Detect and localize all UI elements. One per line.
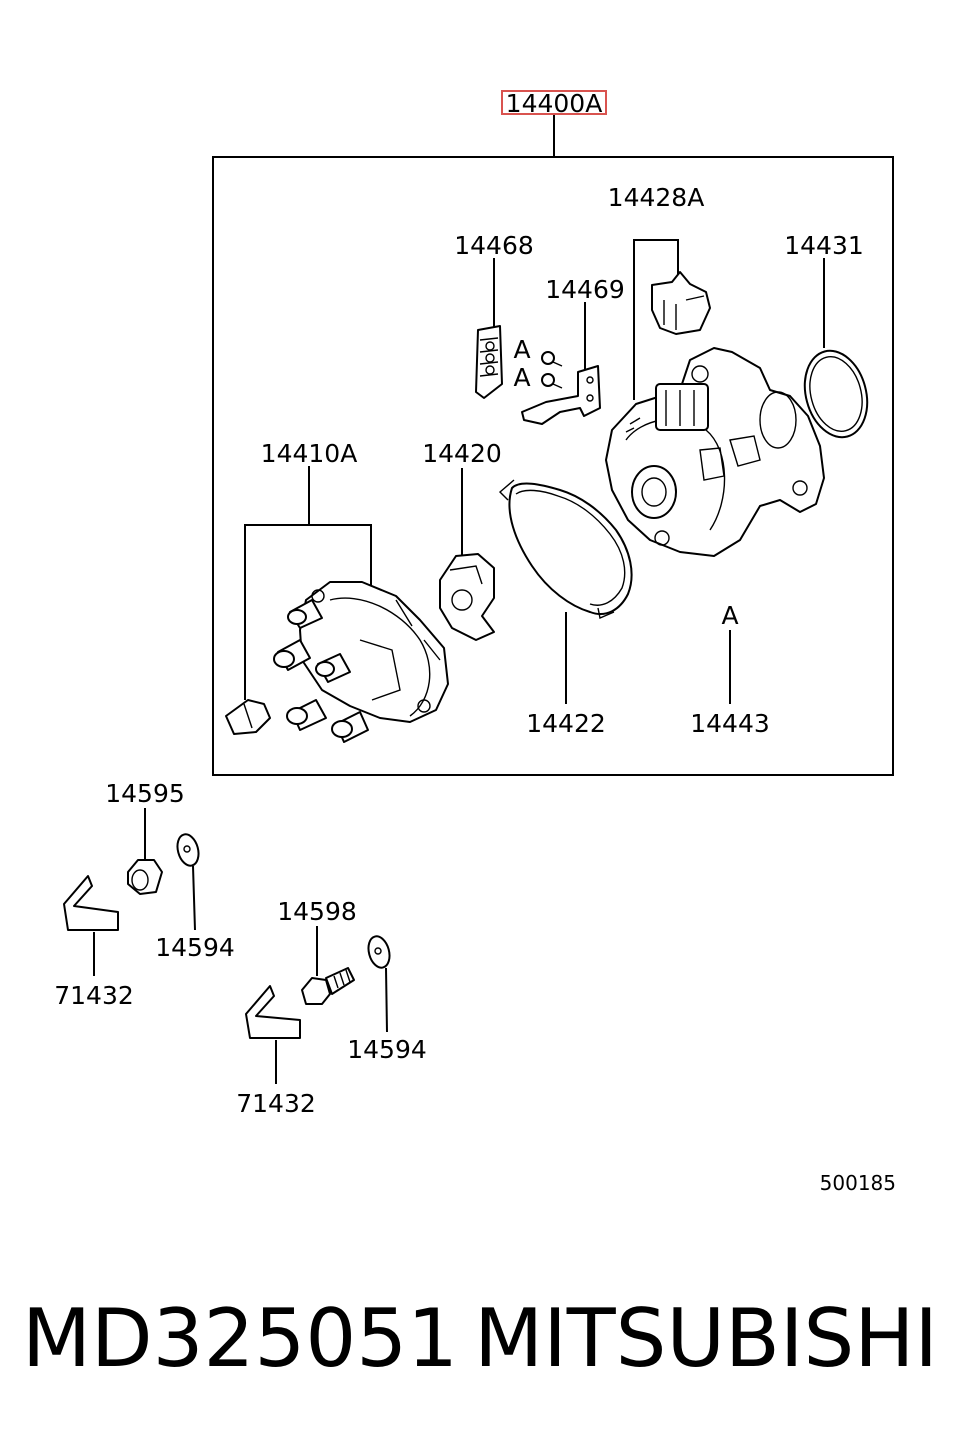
callout-14422[interactable]: 14422 (526, 709, 606, 738)
o-ring[interactable] (796, 344, 877, 445)
screw[interactable] (541, 373, 563, 389)
nut[interactable] (127, 859, 163, 895)
part-number-title: MD325051 (22, 1292, 458, 1385)
callout-14420[interactable]: 14420 (422, 439, 502, 468)
connector-cap[interactable] (651, 271, 711, 335)
wire-clamp[interactable] (475, 325, 503, 399)
harness-clip[interactable] (63, 875, 119, 931)
callout-14594[interactable]: 14594 (347, 1035, 427, 1064)
reference-mark-a: A (513, 363, 530, 392)
reference-mark-a: A (721, 601, 738, 630)
washer[interactable] (365, 934, 393, 970)
brand-title: MITSUBISHI (474, 1292, 938, 1385)
callout-14468[interactable]: 14468 (454, 231, 534, 260)
callout-14469[interactable]: 14469 (545, 275, 625, 304)
reference-mark-a: A (513, 335, 530, 364)
cap-boot[interactable] (225, 699, 271, 735)
assembly-highlight-box (501, 90, 607, 115)
bolt[interactable] (301, 967, 355, 1005)
callout-14443[interactable]: 14443 (690, 709, 770, 738)
screw[interactable] (541, 351, 563, 367)
callout-14594[interactable]: 14594 (155, 933, 235, 962)
callout-14595[interactable]: 14595 (105, 779, 185, 808)
callout-71432[interactable]: 71432 (236, 1089, 316, 1118)
callout-14431[interactable]: 14431 (784, 231, 864, 260)
harness-clip[interactable] (245, 985, 301, 1039)
callout-14428A[interactable]: 14428A (608, 183, 705, 212)
diagram-code: 500185 (820, 1171, 896, 1195)
harness-bracket[interactable] (521, 365, 601, 425)
assembly-frame (212, 156, 894, 776)
distributor-cap[interactable] (273, 581, 449, 743)
washer[interactable] (174, 832, 202, 868)
callout-14410A[interactable]: 14410A (261, 439, 358, 468)
callout-71432[interactable]: 71432 (54, 981, 134, 1010)
gasket[interactable] (498, 479, 633, 619)
callout-14598[interactable]: 14598 (277, 897, 357, 926)
assembly-label[interactable]: 14400A (506, 89, 603, 118)
rotor[interactable] (439, 553, 495, 641)
distributor-housing[interactable] (605, 347, 825, 557)
